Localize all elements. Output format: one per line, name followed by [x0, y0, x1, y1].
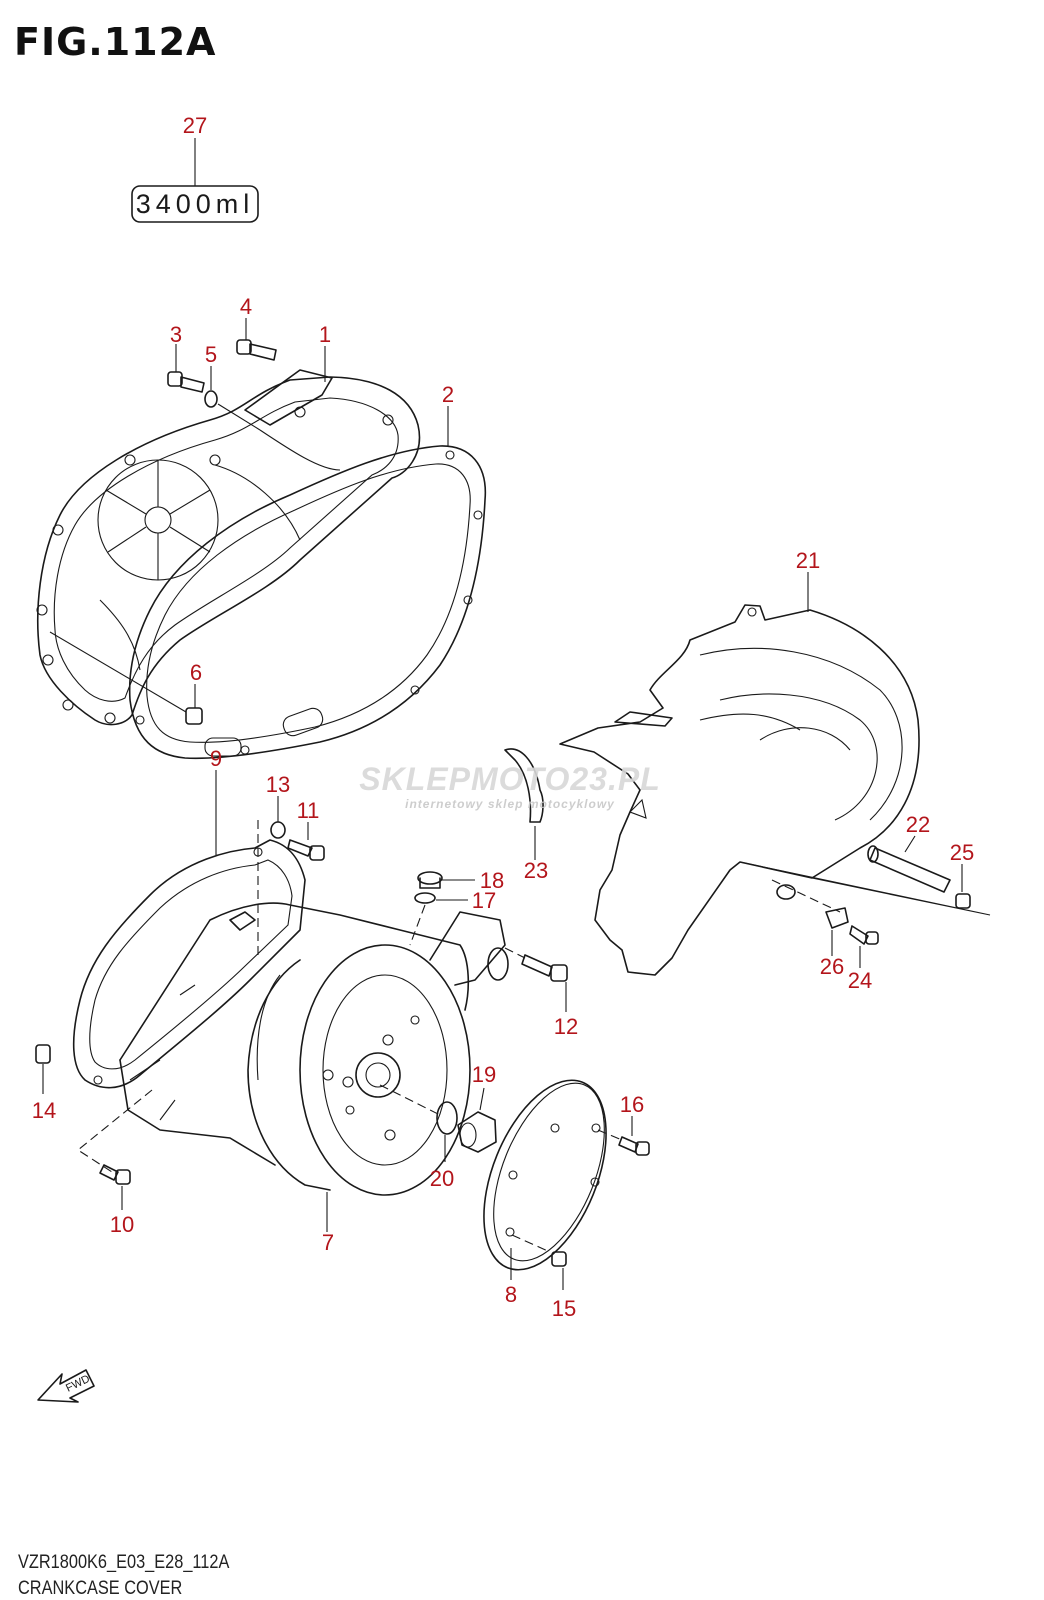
callout-10: 10	[110, 1212, 134, 1237]
diagram-caption: CRANKCASE COVER	[18, 1578, 183, 1599]
callout-13: 13	[266, 772, 290, 797]
callout-21: 21	[796, 548, 820, 573]
part-17-o-ring	[409, 892, 468, 946]
callout-layer: 27 4 3 5 1 2 6 21 23 22 25 26 24 9 13 11…	[32, 113, 974, 1321]
watermark-tagline: internetowy sklep motocyklowy	[405, 797, 615, 811]
part-8-cover-plate	[483, 1079, 607, 1280]
part-9-gasket	[72, 770, 306, 1089]
callout-2: 2	[442, 382, 454, 407]
callout-5: 5	[205, 342, 217, 367]
callout-4: 4	[240, 294, 252, 319]
callout-26: 26	[820, 954, 844, 979]
callout-16: 16	[620, 1092, 644, 1117]
part-12-bolt	[504, 947, 568, 1012]
fwd-arrow: FWD	[37, 1369, 95, 1403]
callout-12: 12	[554, 1014, 578, 1039]
part-5-washer	[204, 366, 261, 431]
fwd-label: FWD	[64, 1373, 92, 1395]
sealant-volume-text: 3400ml	[136, 189, 255, 219]
callout-11: 11	[297, 798, 320, 823]
callout-3: 3	[170, 322, 182, 347]
callout-20: 20	[430, 1166, 454, 1191]
callout-14: 14	[32, 1098, 56, 1123]
part-7-side-cover	[119, 902, 509, 1232]
part-1-crankcase-cover	[36, 369, 421, 726]
part-26-grommet	[771, 879, 849, 956]
part-23-seal-strip	[504, 748, 544, 860]
sealant-box: 3400ml	[131, 138, 259, 223]
part-19-plug	[457, 1087, 497, 1153]
callout-27: 27	[183, 113, 207, 138]
part-13-washer	[257, 796, 286, 960]
callout-1: 1	[319, 322, 331, 347]
part-3-bolt	[167, 344, 205, 393]
callout-7: 7	[322, 1230, 334, 1255]
figure-title: FIG.112A	[14, 20, 217, 64]
part-16-bolt	[597, 1116, 650, 1156]
part-2-gasket	[128, 445, 487, 760]
callout-9: 9	[210, 746, 222, 771]
callout-18: 18	[480, 868, 504, 893]
callout-25: 25	[950, 840, 974, 865]
part-14-dowel	[35, 1044, 51, 1094]
part-25-nut	[955, 864, 971, 909]
part-15-bolt	[511, 1234, 567, 1290]
callout-15: 15	[552, 1296, 576, 1321]
part-21-outer-cover	[559, 572, 991, 976]
watermark-brand: SKLEPMOTO23.PL	[359, 761, 660, 797]
part-24-bolt	[849, 925, 879, 968]
part-4-bolt	[236, 318, 277, 361]
watermark: SKLEPMOTO23.PL internetowy sklep motocyk…	[359, 761, 660, 811]
callout-23: 23	[524, 858, 548, 883]
part-11-bolt	[287, 822, 325, 861]
callout-6: 6	[190, 660, 202, 685]
callout-8: 8	[505, 1282, 517, 1307]
callout-24: 24	[848, 968, 872, 993]
diagram-reference-code: VZR1800K6_E03_E28_112A	[18, 1552, 230, 1573]
part-6-dowel	[49, 631, 203, 725]
part-22-spacer	[867, 835, 951, 893]
callout-17: 17	[472, 888, 496, 913]
callout-22: 22	[906, 812, 930, 837]
part-18-cap	[417, 871, 475, 889]
part-10-bolt	[77, 1089, 153, 1210]
part-20-o-ring	[379, 1084, 458, 1162]
callout-19: 19	[472, 1062, 496, 1087]
